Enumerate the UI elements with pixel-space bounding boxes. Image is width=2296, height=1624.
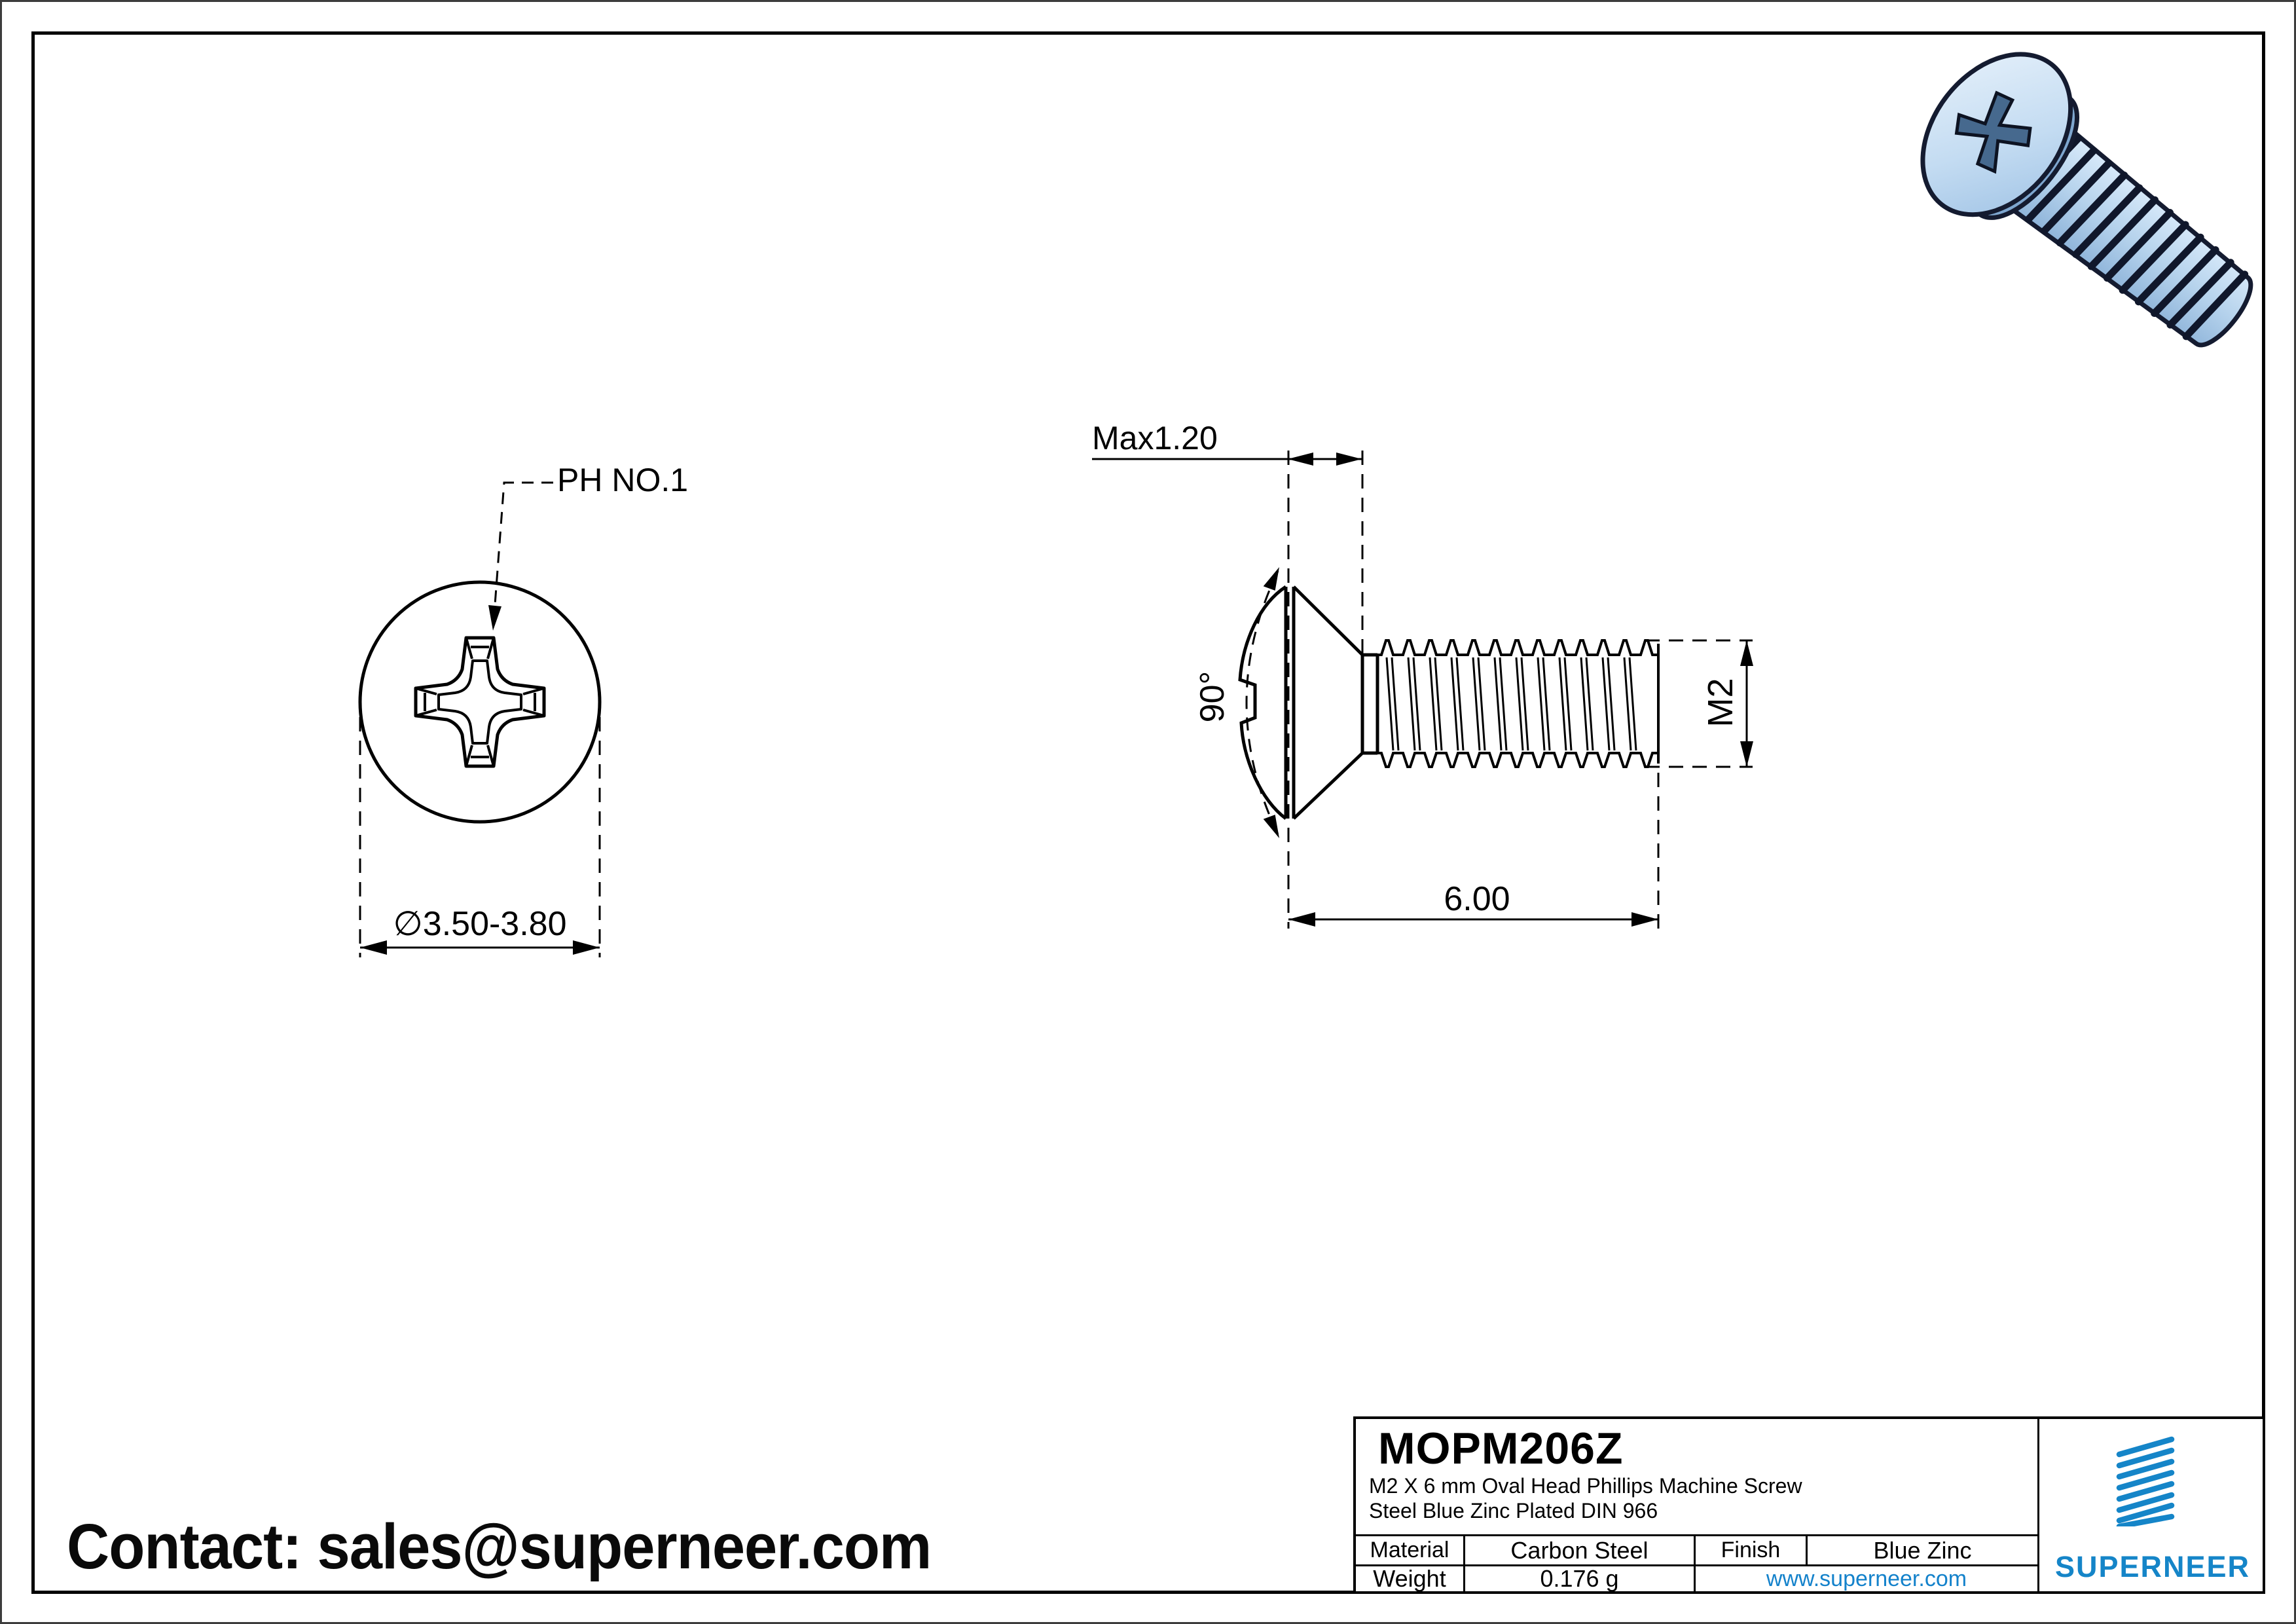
head-height-arrow-right xyxy=(1336,452,1362,466)
superneer-logo-mark xyxy=(2116,1436,2175,1526)
head-cone-lines xyxy=(1292,585,1364,820)
weight-label: Weight xyxy=(1373,1565,1446,1592)
thread-dia-arrow-bottom xyxy=(1740,741,1753,767)
head-height-label: Max1.20 xyxy=(1092,420,1218,456)
part-description-line2: Steel Blue Zinc Plated DIN 966 xyxy=(1369,1499,1658,1522)
titleblock-divider-v3 xyxy=(1806,1534,1808,1564)
head-height-arrow-left xyxy=(1288,452,1313,466)
title-block: MOPM206Z M2 X 6 mm Oval Head Phillips Ma… xyxy=(1353,1416,2265,1594)
dim-arrow-left xyxy=(360,940,387,955)
head-dome-profile xyxy=(1238,585,1287,821)
titleblock-divider-h2 xyxy=(1356,1564,2037,1566)
titleblock-divider-v2 xyxy=(1694,1534,1696,1591)
phillips-floor-outline xyxy=(437,659,522,745)
angle-arrow-bottom xyxy=(1263,815,1279,838)
length-arrow-right xyxy=(1631,912,1658,927)
callout-arrowhead xyxy=(488,605,501,631)
thread-dia-label: M2 xyxy=(1701,678,1740,727)
length-arrow-left xyxy=(1288,912,1315,927)
phillips-outer-outline xyxy=(414,636,546,768)
material-label: Material xyxy=(1370,1538,1449,1562)
front-view: PH NO.1 ∅3.50-3.80 xyxy=(358,462,688,957)
finish-label: Finish xyxy=(1721,1538,1781,1562)
callout-label: PH NO.1 xyxy=(557,462,688,498)
neck-lines xyxy=(1362,653,1379,755)
phillips-tip-details xyxy=(415,637,545,767)
screw-3d-render xyxy=(1920,52,2253,348)
thread-dia-extension-lines xyxy=(1645,639,1753,768)
head-height-extension-lines xyxy=(1287,451,1364,929)
weight-value: 0.176 g xyxy=(1540,1565,1619,1592)
material-value: Carbon Steel xyxy=(1510,1536,1649,1564)
titleblock-divider-v1 xyxy=(1463,1534,1465,1591)
screw-3d-phillips-recess xyxy=(1954,90,2032,174)
head-outline-circle xyxy=(358,580,602,824)
callout-leader-line xyxy=(492,481,553,623)
diameter-label: ∅3.50-3.80 xyxy=(393,905,566,943)
side-view: Max1.20 90° M2 6.00 xyxy=(1092,420,1753,929)
brand-name: SUPERNEER xyxy=(2054,1550,2251,1583)
angle-arc xyxy=(1245,570,1279,835)
thread-dia-arrow-top xyxy=(1740,640,1753,666)
thread-profile-top xyxy=(1362,639,1658,656)
titleblock-divider-h1 xyxy=(1356,1534,2037,1536)
angle-arrow-top xyxy=(1263,567,1279,591)
diameter-extension-lines xyxy=(359,717,601,957)
website-link[interactable]: www.superneer.com xyxy=(1766,1566,1967,1591)
length-label: 6.00 xyxy=(1444,880,1510,918)
phillips-recess xyxy=(414,636,546,768)
contact-email-text: Contact: sales@superneer.com xyxy=(67,1511,932,1582)
dim-arrow-right xyxy=(573,940,600,955)
page-inner-frame xyxy=(31,31,2265,1594)
head-crown-lines xyxy=(1284,587,1296,819)
angle-label: 90° xyxy=(1194,671,1231,723)
thread-helix-lines xyxy=(1385,657,1637,751)
thread-profile-bottom xyxy=(1362,752,1658,768)
finish-value: Blue Zinc xyxy=(1873,1536,1972,1564)
part-description-line1: M2 X 6 mm Oval Head Phillips Machine Scr… xyxy=(1369,1474,1802,1498)
titleblock-divider-logo xyxy=(2037,1419,2039,1591)
part-number: MOPM206Z xyxy=(1378,1424,1624,1473)
